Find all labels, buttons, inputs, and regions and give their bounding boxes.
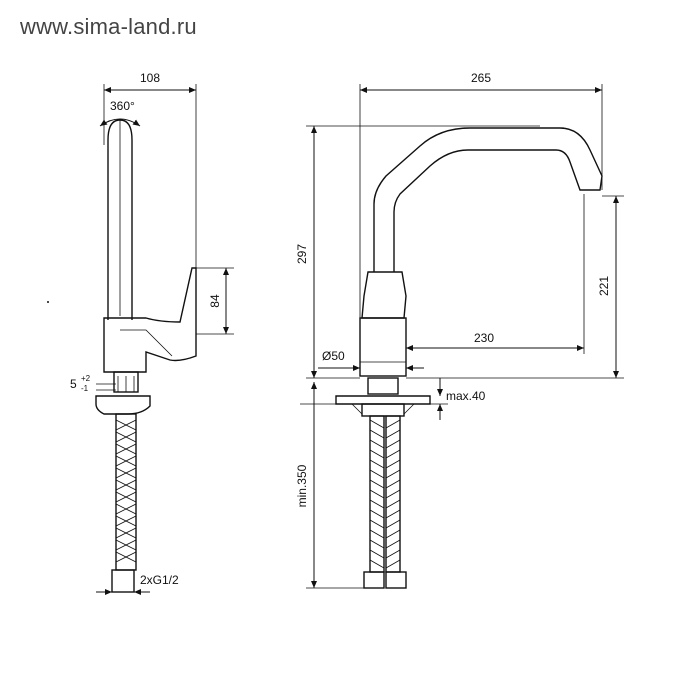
handle-height-label: 84	[208, 294, 222, 308]
width-label: 108	[140, 71, 160, 85]
tolerance-minus: -1	[81, 384, 89, 393]
braided-hose-side	[115, 413, 137, 571]
base-diameter-label: Ø50	[322, 349, 345, 363]
mount-plate-front	[335, 395, 431, 405]
min-hose-label: min.350	[295, 464, 309, 507]
front-view: 265 297 221 230 Ø50 ma	[295, 71, 624, 589]
outlet-height-label: 221	[597, 276, 611, 296]
faucet-body-front	[361, 271, 407, 319]
tolerance-base: 5	[70, 377, 77, 391]
rotation-label: 360°	[110, 99, 135, 113]
rotation-arrow-icon	[99, 118, 141, 127]
mount-plate	[95, 395, 151, 415]
spout-front	[373, 127, 603, 272]
faucet-base-front	[359, 317, 407, 377]
hose-nut-right	[385, 571, 407, 589]
side-view: 108 360° 84 5 +2 -1	[47, 71, 234, 595]
mount-stud-front	[367, 377, 399, 395]
tolerance-plus: +2	[81, 374, 91, 383]
spout-reach-label: 230	[474, 331, 494, 345]
max-thickness-label: max.40	[446, 389, 486, 403]
reach-label: 265	[471, 71, 491, 85]
connection-label: 2xG1/2	[140, 573, 179, 587]
braided-hose-front-right	[385, 415, 401, 573]
height-label: 297	[295, 244, 309, 264]
braided-hose-front-left	[369, 415, 385, 573]
watermark: www.sima-land.ru	[20, 14, 197, 39]
hose-nut-left	[363, 571, 385, 589]
faucet-body-side	[103, 267, 197, 373]
hose-nut-side	[111, 569, 135, 593]
